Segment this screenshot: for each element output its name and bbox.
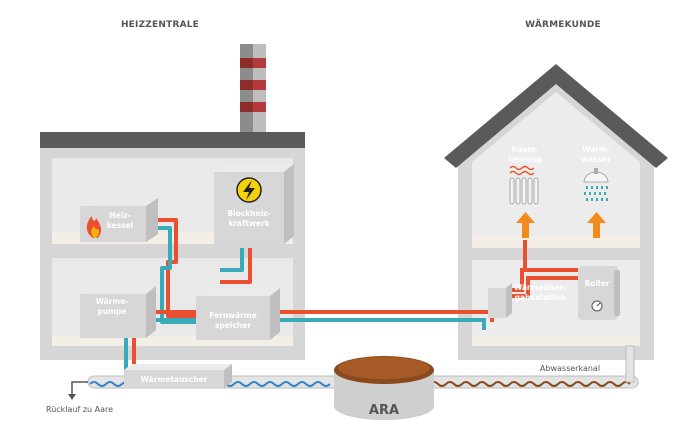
ruecklauf-arrow-icon (68, 381, 88, 400)
label-speicher-2: speicher (215, 321, 251, 330)
customer-house (444, 64, 668, 360)
label-abwasserkanal: Abwasserkanal (540, 364, 600, 373)
fernwaermespeicher: Fernwärme speicher (196, 288, 280, 340)
heading-waermekunde: WÄRMEKUNDE (525, 19, 601, 30)
chimney (240, 44, 266, 136)
lightning-icon (236, 177, 262, 203)
label-bhkw-1: Blockheiz- (227, 209, 270, 218)
label-waermetauscher: Wärmetauscher (141, 375, 208, 384)
label-waermepumpe-2: pumpe (98, 307, 127, 316)
waermetauscher: Wärmetauscher (124, 364, 232, 388)
label-raumheizung-1: Raum- (511, 145, 538, 154)
label-heizkessel-1: Heiz- (109, 211, 130, 220)
boiler: Boiler (578, 266, 620, 320)
label-raumheizung-2: heizung (508, 155, 541, 164)
heading-heizzentrale: HEIZZENTRALE (121, 20, 199, 30)
label-ruecklauf: Rücklauf zu Aare (46, 405, 113, 414)
blockheizkraftwerk: Blockheiz- kraftwerk (214, 164, 294, 244)
label-warmwasser-2: wasser (581, 155, 611, 164)
label-ara: ARA (369, 403, 399, 418)
waermepumpe: Wärme- pumpe (80, 286, 156, 338)
label-boiler: Boiler (585, 279, 610, 288)
heizkessel: Heiz- kessel (80, 198, 158, 242)
label-uebergabe-1: Wärmeüber- (514, 283, 566, 292)
label-bhkw-2: kraftwerk (228, 219, 270, 228)
gauge-icon (591, 300, 603, 312)
warmwasser: Warm- wasser (581, 145, 611, 238)
label-speicher-1: Fernwärme (209, 311, 257, 320)
flame-icon (86, 216, 102, 238)
waermeuebergabestation: Wärmeüber- gabestation (488, 283, 566, 318)
ara-tank: ARA (334, 356, 434, 420)
house-pipes (504, 268, 578, 298)
label-warmwasser-1: Warm- (582, 145, 610, 154)
raumheizung: Raum- heizung (508, 145, 542, 268)
label-waermepumpe-1: Wärme- (96, 297, 129, 306)
label-uebergabe-2: gabestation (515, 293, 566, 302)
shower-icon (583, 168, 609, 201)
plant-pipes (124, 218, 252, 380)
label-heizkessel-2: kessel (107, 221, 133, 230)
radiator-icon (509, 165, 539, 205)
